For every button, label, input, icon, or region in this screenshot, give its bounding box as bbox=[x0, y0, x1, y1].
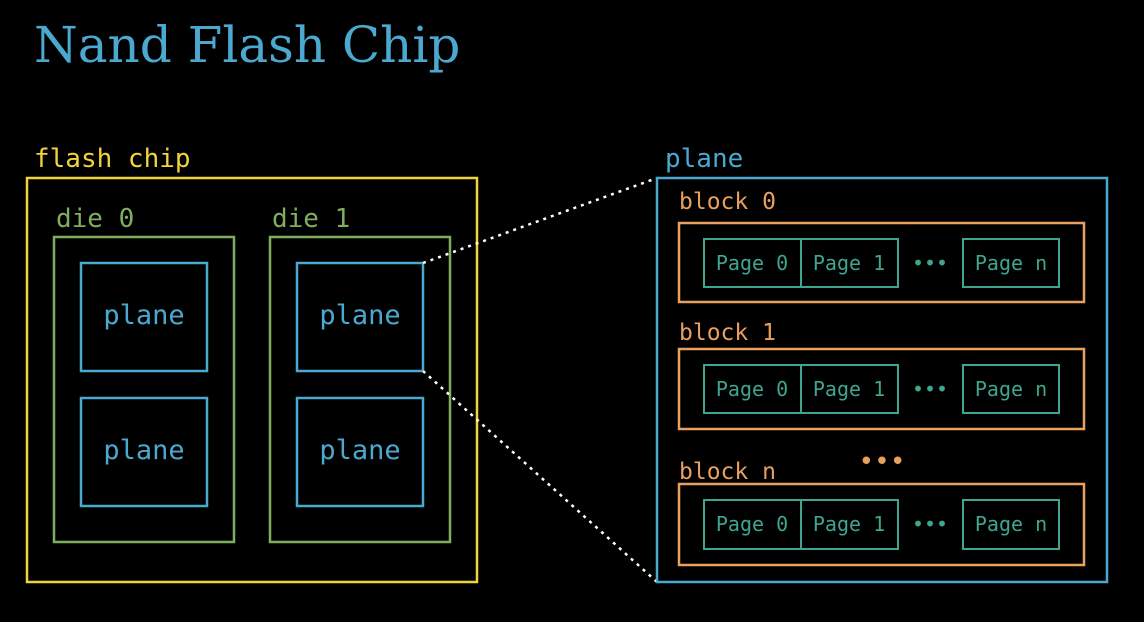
block-1-pages: Page 0 Page 1 ••• Page n bbox=[703, 364, 1060, 414]
block-n-box bbox=[677, 482, 1086, 567]
pages-ellipsis: ••• bbox=[912, 377, 948, 401]
block-1-box bbox=[677, 347, 1086, 431]
pages-ellipsis: ••• bbox=[912, 251, 948, 275]
page-n-label: Page n bbox=[975, 512, 1047, 536]
block-0-box bbox=[677, 221, 1086, 304]
plane-box-die1-bottom bbox=[295, 396, 425, 508]
page-n-box bbox=[962, 238, 1060, 288]
block-1-label: block 1 bbox=[679, 320, 776, 346]
plane-label-die1-top: plane bbox=[319, 300, 400, 331]
page-0-label: Page 0 bbox=[716, 377, 788, 401]
die-1-label: die 1 bbox=[272, 204, 350, 234]
page-n-box bbox=[962, 364, 1060, 414]
page-0-label: Page 0 bbox=[716, 512, 788, 536]
page-n-box bbox=[962, 499, 1060, 550]
zoom-connector-bottom bbox=[422, 370, 658, 583]
page-1-box bbox=[800, 238, 899, 288]
pages-ellipsis: ••• bbox=[912, 512, 948, 536]
flash-chip-box bbox=[25, 176, 479, 584]
block-0-label: block 0 bbox=[679, 189, 776, 215]
plane-label-die0-bottom: plane bbox=[103, 435, 184, 466]
plane-box-die0-bottom bbox=[79, 396, 209, 508]
zoom-connector-top bbox=[422, 176, 658, 265]
block-0-pages: Page 0 Page 1 ••• Page n bbox=[703, 238, 1060, 288]
die-0-label: die 0 bbox=[56, 204, 134, 234]
plane-label-die1-bottom: plane bbox=[319, 435, 400, 466]
blocks-ellipsis: ••• bbox=[859, 447, 906, 477]
page-n-label: Page n bbox=[975, 377, 1047, 401]
plane-box-die0-top bbox=[79, 261, 209, 373]
page-1-box bbox=[800, 364, 899, 414]
plane-detail-label: plane bbox=[665, 144, 743, 174]
page-1-label: Page 1 bbox=[813, 377, 885, 401]
plane-label-die0-top: plane bbox=[103, 300, 184, 331]
page-1-label: Page 1 bbox=[813, 251, 885, 275]
plane-box-die1-top bbox=[295, 261, 425, 373]
block-n-label: block n bbox=[679, 459, 776, 485]
block-n-pages: Page 0 Page 1 ••• Page n bbox=[703, 499, 1060, 550]
die-1-box bbox=[268, 235, 452, 544]
flash-chip-label: flash chip bbox=[34, 144, 191, 174]
plane-detail-box bbox=[655, 176, 1109, 584]
die-0-box bbox=[52, 235, 236, 544]
page-1-box bbox=[800, 499, 899, 550]
page-n-label: Page n bbox=[975, 251, 1047, 275]
page-0-label: Page 0 bbox=[716, 251, 788, 275]
diagram-title: Nand Flash Chip bbox=[34, 16, 461, 74]
page-1-label: Page 1 bbox=[813, 512, 885, 536]
